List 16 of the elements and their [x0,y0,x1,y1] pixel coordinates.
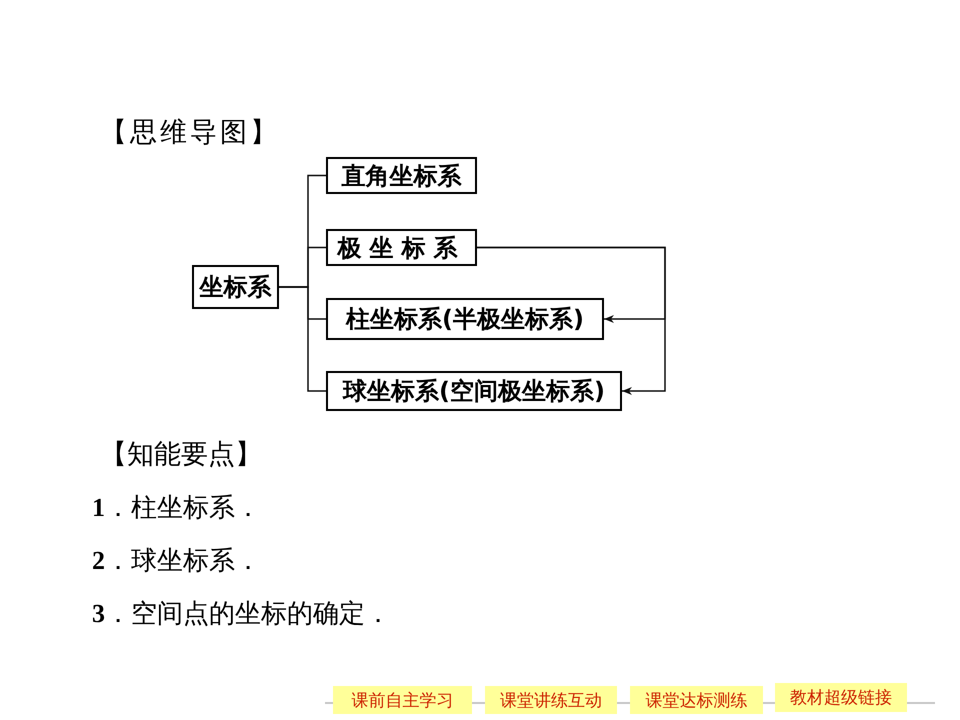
nav-button: 教材超级链接 [775,683,907,712]
concept-box: 极坐标系 [326,229,477,266]
concept-box: 球坐标系(空间极坐标系) [326,371,622,411]
section-heading: 【知能要点】 [100,438,262,472]
nav-button: 课前自主学习 [333,686,472,714]
arrow [477,246,666,395]
connector-line [279,286,326,392]
concept-box: 坐标系 [192,265,279,309]
concept-box: 柱坐标系(半极坐标系) [326,298,604,340]
list-item: 2．球坐标系． [92,545,261,578]
list-item: 1．柱坐标系． [92,492,261,525]
nav-button: 课堂达标测练 [630,686,763,714]
list-item: 3．空间点的坐标的确定． [92,598,391,631]
section-heading: 【思维导图】 [100,116,280,150]
nav-button: 课堂讲练互动 [485,686,617,714]
concept-box: 直角坐标系 [326,157,477,194]
